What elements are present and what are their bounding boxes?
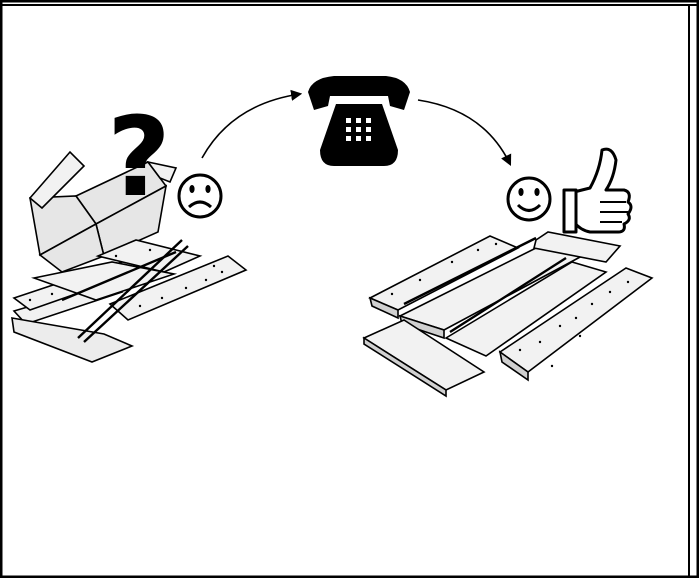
question-mark-icon: ?	[107, 93, 171, 221]
arrow-to-phone	[201, 89, 303, 159]
arranged-boards	[362, 231, 654, 398]
open-box	[28, 150, 178, 273]
smiley-face-icon	[506, 176, 552, 222]
arranged-board-holes	[390, 242, 630, 368]
resolved-parts-scene	[362, 147, 654, 398]
telephone-icon	[308, 76, 410, 166]
sad-face-icon	[177, 173, 223, 219]
damaged-package-scene: ?	[11, 93, 248, 363]
aligned-rails	[403, 236, 567, 334]
arrow-to-resolution	[417, 99, 512, 167]
scattered-boards	[11, 239, 248, 363]
board-holes	[28, 248, 224, 308]
loose-rails	[61, 239, 189, 343]
thumbs-up-icon	[562, 147, 633, 234]
